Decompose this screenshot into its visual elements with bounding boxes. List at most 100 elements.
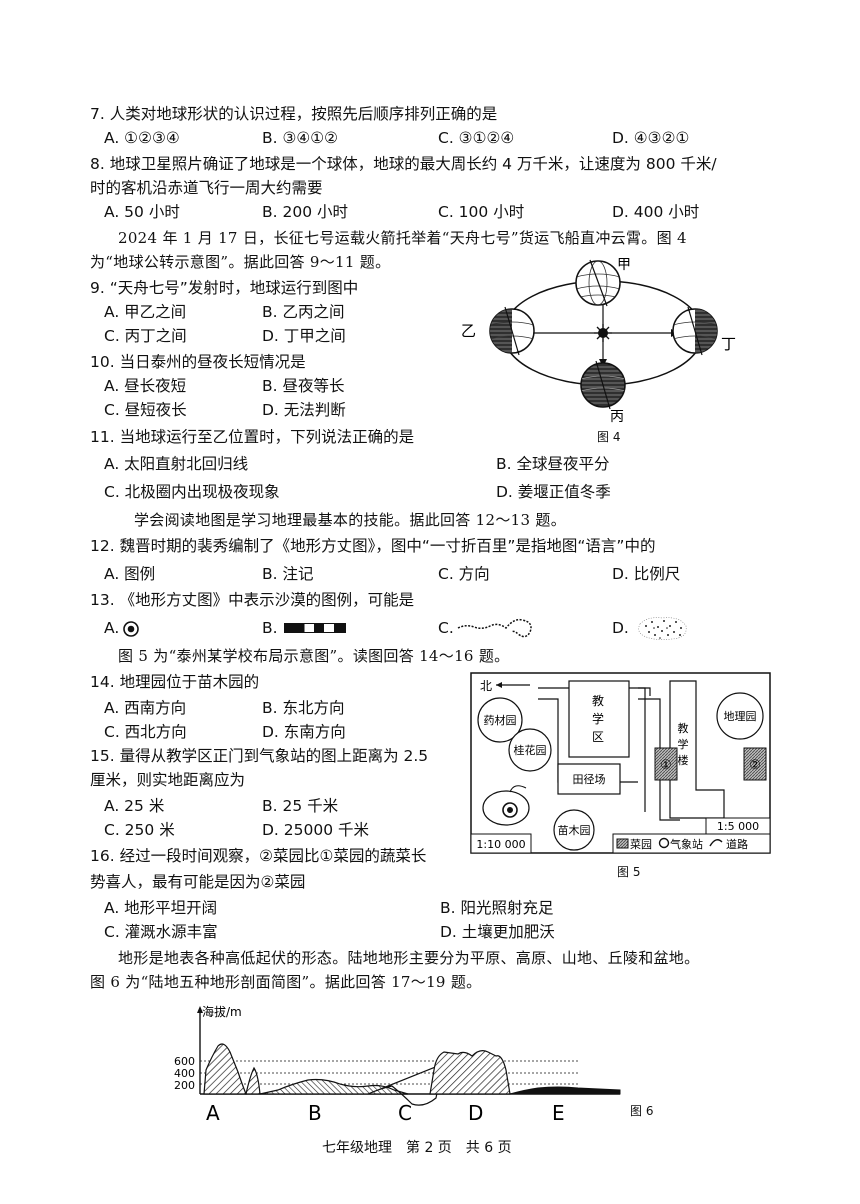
- medicinal-garden-label: 药材园: [484, 713, 517, 727]
- label-ding: 丁: [721, 335, 736, 353]
- q15-option-d: D. 25000 千米: [262, 821, 370, 839]
- q9-stem: 9. “天舟七号”发射时，地球运行到图中: [90, 279, 359, 297]
- legend-vegetable-icon: [616, 838, 629, 849]
- q16-option-a: A. 地形平坦开阔: [104, 899, 218, 917]
- q14-option-a: A. 西南方向: [104, 699, 187, 717]
- q15-stem-line1: 15. 量得从教学区正门到气象站的图上距离为 2.5: [90, 747, 429, 765]
- intro-12-13: 学会阅读地图是学习地理最基本的技能。据此回答 12～13 题。: [134, 511, 567, 529]
- nursery-garden-label: 苗木园: [558, 824, 591, 837]
- q16-stem-line2: 势喜人，最有可能是因为②菜园: [90, 873, 306, 891]
- q12-option-b: B. 注记: [262, 565, 314, 583]
- vegetable-plot-1: [654, 747, 678, 781]
- north-label: 北: [480, 679, 492, 693]
- letter-d: D: [468, 1101, 483, 1125]
- figure-5-caption: 图 5: [617, 865, 641, 879]
- track-field-label: 田径场: [573, 772, 606, 786]
- legend-road-icon: [709, 839, 723, 847]
- legend-road-label: 道路: [726, 837, 748, 851]
- q8-option-d: D. 400 小时: [612, 203, 700, 221]
- q10-stem: 10. 当日泰州的昼夜长短情况是: [90, 353, 306, 371]
- target-circle-symbol-icon: [123, 621, 139, 637]
- q15-option-b: B. 25 千米: [262, 797, 339, 815]
- legend-weather-label: 气象站: [670, 837, 703, 851]
- tick-400: 400: [174, 1067, 195, 1080]
- q14-option-c: C. 西北方向: [104, 723, 187, 741]
- q8-option-c: C. 100 小时: [438, 203, 525, 221]
- q15-stem-line2: 厘米，则实地距离应为: [90, 771, 246, 789]
- scale-right: 1:5 000: [717, 820, 759, 833]
- q11-option-c: C. 北极圈内出现极夜现象: [104, 483, 280, 501]
- mountain-profile: [203, 1043, 247, 1095]
- q7-option-a: A. ①②③④: [104, 129, 180, 147]
- teaching-area-label-2: 学: [592, 711, 604, 726]
- q8-option-b: B. 200 小时: [262, 203, 348, 221]
- plain-profile: [509, 1086, 621, 1095]
- q8-stem-line2: 时的客机沿赤道飞行一周大约需要: [90, 179, 323, 197]
- q13-option-a: A.: [104, 619, 120, 637]
- q12-stem: 12. 魏晋时期的裴秀编制了《地形方丈图》，图中“一寸折百里”是指地图“语言”中…: [90, 537, 656, 555]
- q12-option-d: D. 比例尺: [612, 565, 681, 583]
- q11-option-a: A. 太阳直射北回归线: [104, 455, 249, 473]
- intro-17-19-line2: 图 6 为“陆地五种地形剖面简图”。据此回答 17～19 题。: [90, 973, 482, 991]
- tick-600: 600: [174, 1055, 195, 1068]
- teaching-building-label-3: 楼: [678, 753, 689, 767]
- q9-option-a: A. 甲乙之间: [104, 303, 187, 321]
- letter-b: B: [308, 1101, 322, 1125]
- intro-9-11-line2: 为“地球公转示意图”。据此回答 9～11 题。: [90, 253, 391, 271]
- dotted-desert-symbol-icon: [638, 617, 687, 640]
- q10-option-a: A. 昼长夜短: [104, 377, 187, 395]
- q13-option-c: C.: [438, 619, 454, 637]
- earth-icon-bing: [580, 360, 626, 410]
- q16-option-b: B. 阳光照射充足: [440, 899, 554, 917]
- plot1-label: ①: [660, 758, 672, 773]
- teaching-area-label-1: 教: [592, 693, 604, 708]
- q14-stem: 14. 地理园位于苗木园的: [90, 673, 260, 691]
- figure-6-caption: 图 6: [630, 1104, 654, 1118]
- q14-option-b: B. 东北方向: [262, 699, 345, 717]
- plot2-label: ②: [749, 758, 761, 773]
- scale-left: 1:10 000: [476, 838, 525, 851]
- geo-garden-label: 地理园: [724, 710, 757, 723]
- q11-option-b: B. 全球昼夜平分: [496, 455, 610, 473]
- q8-option-a: A. 50 小时: [104, 203, 180, 221]
- y-axis-label: 海拔/m: [202, 1004, 242, 1019]
- scale-bar-symbol-icon: [284, 623, 346, 633]
- page-footer: 七年级地理 第 2 页 共 6 页: [322, 1140, 512, 1156]
- sun-icon: [594, 324, 612, 342]
- figure-4-caption: 图 4: [597, 430, 621, 444]
- q13-stem: 13. 《地形方丈图》中表示沙漠的图例，可能是: [90, 591, 415, 609]
- label-jia: 甲: [617, 257, 631, 273]
- q11-option-d: D. 姜堰正值冬季: [496, 483, 611, 501]
- q7-option-c: C. ③①②④: [438, 129, 515, 147]
- q12-option-a: A. 图例: [104, 565, 156, 583]
- letter-a: A: [206, 1101, 220, 1125]
- vegetable-plot-2: [743, 747, 767, 781]
- figure-6-terrain-profile: 海拔/m 600 400 200 A B C D E: [174, 1004, 621, 1125]
- q16-option-d: D. 土壤更加肥沃: [440, 923, 555, 941]
- q10-option-d: D. 无法判断: [262, 401, 346, 419]
- teaching-building-label-2: 学: [678, 737, 689, 751]
- tick-200: 200: [174, 1079, 195, 1092]
- hill-profile: [259, 1078, 409, 1095]
- figure-4-earth-revolution: 甲 乙 丁 丙: [461, 257, 736, 425]
- plateau-profile: [429, 1050, 511, 1095]
- figure-5-school-layout: 北 教 学 区 药材园 桂花园 田径场 苗木园: [470, 672, 771, 854]
- q12-option-c: C. 方向: [438, 565, 490, 583]
- intro-9-11-line1: 2024 年 1 月 17 日，长征七号运载火箭托举着“天舟七号”货运飞船直冲云…: [118, 229, 687, 247]
- q16-option-c: C. 灌溉水源丰富: [104, 923, 218, 941]
- legend-vegetable-label: 菜园: [630, 838, 652, 851]
- label-yi: 乙: [461, 322, 476, 340]
- q13-option-b: B.: [262, 619, 278, 637]
- earth-icon-jia: [575, 259, 621, 307]
- earth-icon-yi: [489, 306, 535, 356]
- teaching-area-label-3: 区: [592, 730, 604, 744]
- label-bing: 丙: [610, 409, 624, 425]
- intro-17-19-line1: 地形是地表各种高低起伏的形态。陆地地形主要分为平原、高原、山地、丘陵和盆地。: [118, 949, 700, 967]
- q14-option-d: D. 东南方向: [262, 723, 346, 741]
- weather-station-icon: [482, 785, 530, 826]
- q16-stem-line1: 16. 经过一段时间观察，②菜园比①菜园的蔬菜长: [90, 847, 427, 865]
- q15-option-a: A. 25 米: [104, 797, 165, 815]
- q13-option-d: D.: [612, 619, 629, 637]
- q10-option-b: B. 昼夜等长: [262, 377, 345, 395]
- q7-option-b: B. ③④①②: [262, 129, 339, 147]
